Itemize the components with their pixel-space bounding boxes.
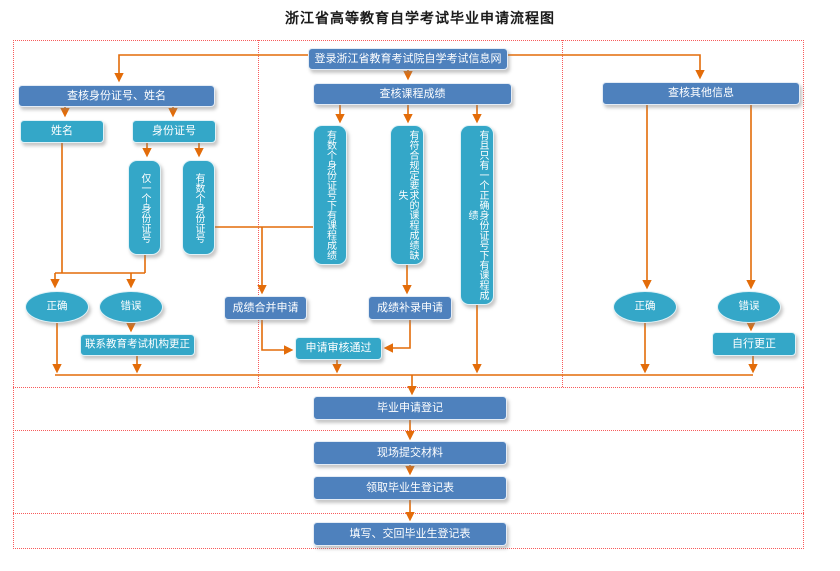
correct-ellipse-right: 正确 — [613, 291, 677, 323]
check-id-name-header: 查核身份证号、姓名 — [18, 85, 215, 107]
login-box: 登录浙江省教育考试院自学考试信息网 — [308, 48, 508, 70]
name-box: 姓名 — [20, 120, 104, 143]
check-grades-header: 查核课程成绩 — [313, 83, 512, 105]
column-divider-mid-right — [562, 40, 563, 387]
row-divider-1 — [13, 387, 804, 388]
one-correct-id-grades-box: 有且只有一个正确身份证号下有课程成绩 — [460, 125, 494, 305]
flowchart-title: 浙江省高等教育自学考试毕业申请流程图 — [285, 10, 555, 26]
supplement-application-box: 成绩补录申请 — [368, 296, 452, 320]
id-number-box: 身份证号 — [132, 120, 216, 143]
missing-grades-box: 有符合规定要求的课程成绩缺失 — [390, 125, 424, 265]
column-divider-left-mid — [258, 40, 259, 387]
row-divider-3 — [13, 513, 804, 514]
row-divider-2 — [13, 430, 804, 431]
receive-form-box: 领取毕业生登记表 — [313, 476, 507, 500]
only-one-id-box: 仅一个身份证号 — [128, 160, 161, 255]
review-passed-box: 申请审核通过 — [295, 337, 382, 360]
contact-fix-box: 联系教育考试机构更正 — [80, 334, 195, 356]
graduation-registration-box: 毕业申请登记 — [313, 396, 507, 420]
outer-border — [13, 40, 804, 549]
self-fix-box: 自行更正 — [712, 332, 796, 356]
wrong-ellipse-left: 错误 — [99, 291, 163, 323]
several-ids-box: 有数个身份证号 — [182, 160, 215, 255]
wrong-ellipse-right: 错误 — [717, 291, 781, 323]
grades-under-several-ids-box: 有数个身份证号下有课程成绩 — [313, 125, 347, 265]
check-other-info-header: 查核其他信息 — [602, 82, 800, 105]
fill-return-form-box: 填写、交回毕业生登记表 — [313, 522, 507, 546]
submit-materials-box: 现场提交材料 — [313, 441, 507, 465]
merge-application-box: 成绩合并申请 — [224, 296, 307, 320]
correct-ellipse-left: 正确 — [25, 291, 89, 323]
